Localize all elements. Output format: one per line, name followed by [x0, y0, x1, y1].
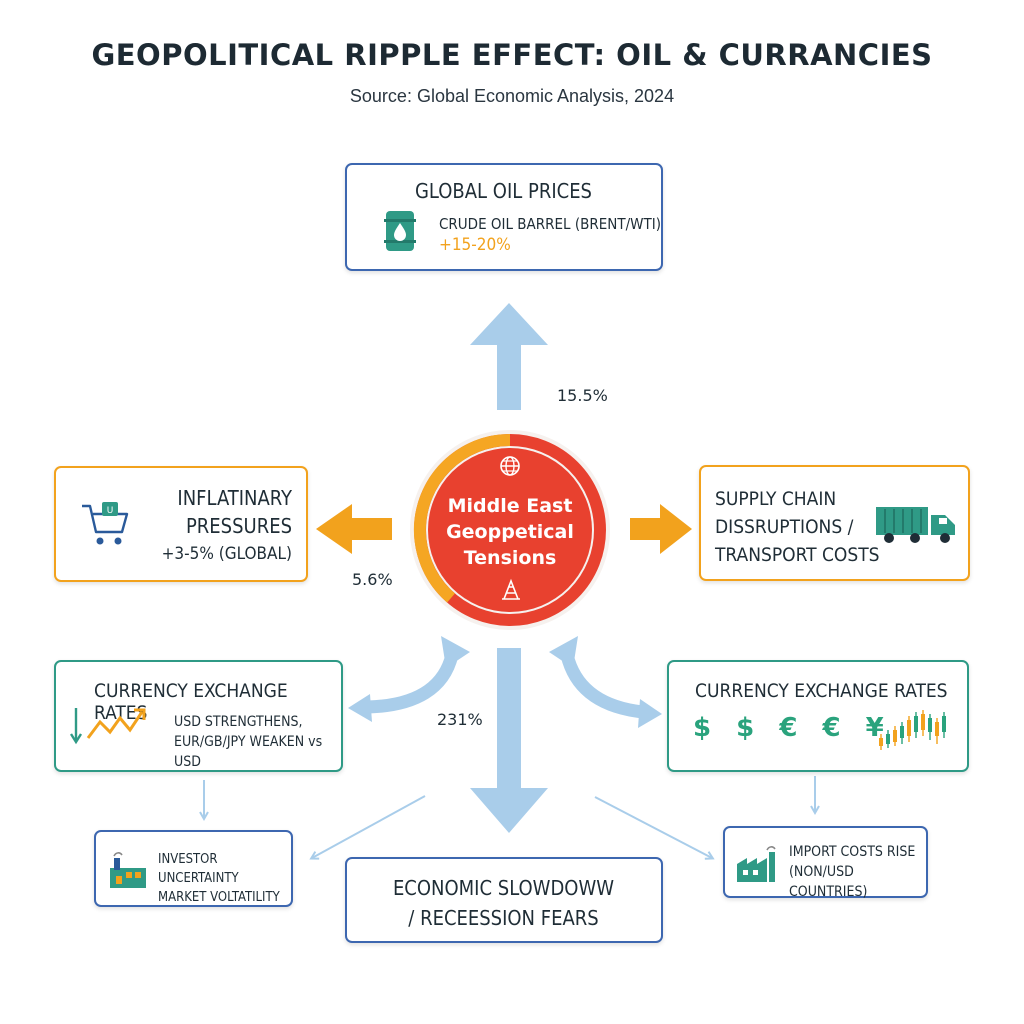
slowdown-line-1: ECONOMIC SLOWDOWW	[392, 876, 615, 900]
center-node: Middle East Geoppetical Tensions	[405, 425, 615, 635]
import-line-2: (NON/USD COUNTRIES)	[789, 864, 868, 900]
arrow-label-up: 15.5%	[557, 386, 608, 405]
trend-chart-icon	[70, 708, 146, 745]
currency-symbol-dollar-1: $	[693, 713, 712, 743]
center-line-1: Middle East	[447, 495, 573, 517]
arrow-right-to-supply	[630, 504, 692, 554]
arrow-label-left: 5.6%	[352, 570, 393, 589]
oil-change-value: +15-20%	[439, 235, 511, 255]
shopping-cart-icon: U	[82, 502, 129, 545]
curved-arrow-left	[367, 653, 459, 714]
arrow-down-to-slowdown	[470, 648, 548, 833]
oil-barrel-icon	[384, 211, 416, 251]
import-line-1: IMPORT COSTS RISE	[789, 844, 916, 860]
arrow-label-down: 231%	[437, 710, 483, 729]
connector-center-import	[594, 796, 712, 858]
currency-right-box: CURRENCY EXCHANGE RATES $ $ € € ¥	[667, 660, 969, 772]
slowdown-box: ECONOMIC SLOWDOWW / RECEESSION FEARS	[345, 857, 663, 943]
supply-line-3: TRANSPORT COSTS	[715, 544, 880, 566]
center-line-3: Tensions	[463, 547, 557, 569]
inflation-line-2: PRESSURES	[185, 514, 292, 538]
investor-line-2: MARKET VOLTATILITY	[158, 890, 280, 905]
curved-arrow-right	[560, 653, 644, 719]
currency-left-title: CURRENCY EXCHANGE RATES	[94, 680, 288, 724]
oil-prices-title: GLOBAL OIL PRICES	[414, 179, 592, 203]
currency-symbol-yen: ¥	[865, 713, 884, 743]
oil-prices-box: GLOBAL OIL PRICES CRUDE OIL BARREL (BREN…	[345, 163, 663, 271]
globe-icon	[500, 456, 520, 476]
factory-icon	[110, 852, 146, 888]
oil-barrel-line: CRUDE OIL BARREL (BRENT/WTI)	[439, 215, 661, 233]
slowdown-line-2: / RECEESSION FEARS	[408, 906, 599, 930]
supply-line-2: DISSRUPTIONS /	[715, 516, 854, 538]
currency-symbol-euro-2: €	[822, 713, 841, 743]
supply-chain-box: SUPPLY CHAIN DISSRUPTIONS / TRANSPORT CO…	[699, 465, 970, 581]
currency-left-line-2: EUR/GB/JPY WEAKEN vs USD	[174, 734, 323, 770]
currency-left-line-1: USD STRENGTHENS,	[174, 714, 303, 730]
currency-left-box: CURRENCY EXCHANGE RATES USD STRENGTHENS,…	[54, 660, 343, 772]
page-subtitle: Source: Global Economic Analysis, 2024	[349, 86, 675, 106]
center-ring	[410, 430, 610, 630]
page-title: GEOPOLITICAL RIPPLE EFFECT: OIL & CURRAN…	[91, 38, 933, 72]
oil-pump-icon	[502, 578, 520, 600]
investor-box: INVESTOR UNCERTAINTY MARKET VOLTATILITY	[94, 830, 293, 907]
import-box: IMPORT COSTS RISE (NON/USD COUNTRIES)	[723, 826, 928, 900]
arrow-left-to-inflation	[316, 504, 392, 554]
factory-icon	[737, 846, 776, 882]
arrow-up-to-oil	[470, 303, 548, 410]
candlestick-chart-icon	[879, 710, 946, 750]
center-line-2: Geoppetical	[446, 521, 574, 543]
currency-symbol-dollar-2: $	[736, 713, 755, 743]
connector-center-investor	[312, 795, 426, 858]
supply-line-1: SUPPLY CHAIN	[715, 488, 837, 510]
currency-symbol-euro-1: €	[779, 713, 798, 743]
currency-right-title: CURRENCY EXCHANGE RATES	[695, 680, 948, 702]
inflation-box: U INFLATINARY PRESSURES +3-5% (GLOBAL)	[54, 466, 308, 582]
inflation-line-1: INFLATINARY	[177, 486, 292, 510]
truck-icon	[876, 507, 955, 543]
investor-line-1: INVESTOR UNCERTAINTY	[158, 852, 239, 886]
inflation-value: +3-5% (GLOBAL)	[161, 544, 292, 564]
svg-text:U: U	[107, 506, 114, 516]
